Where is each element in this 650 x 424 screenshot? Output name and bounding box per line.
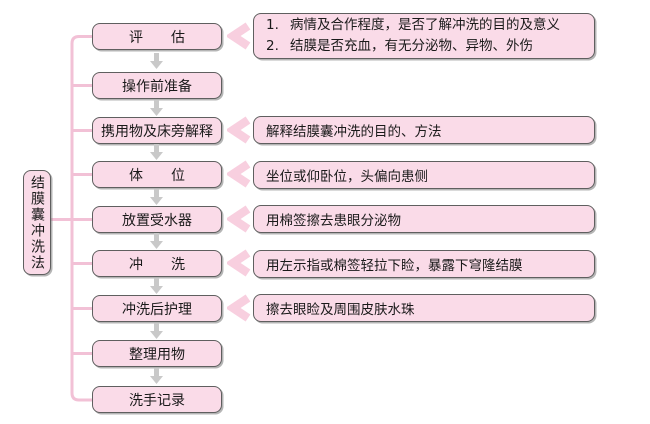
- note-text: 用棉签擦去患眼分泌物: [266, 213, 401, 229]
- step-node-record: 洗手记录: [92, 386, 222, 413]
- down-arrow-icon: [150, 233, 163, 249]
- note-line: 2. 结膜是否充血，有无分泌物、异物、外伤: [266, 36, 584, 57]
- note-text: 用左示指或棉签轻拉下睑，暴露下穹隆结膜: [266, 258, 523, 274]
- step-label: 体 位: [129, 167, 185, 184]
- step-node-basin: 放置受水器: [92, 206, 222, 233]
- down-arrow-icon: [150, 278, 163, 294]
- step-node-assess: 评 估: [92, 23, 222, 50]
- down-arrow-icon: [150, 189, 163, 205]
- down-arrow-icon: [150, 368, 163, 384]
- note-box-basin: 用棉签擦去患眼分泌物: [253, 205, 595, 233]
- note-line: 1. 病情及合作程度，是否了解冲洗的目的及意义: [266, 15, 584, 36]
- chevron-left-icon: [227, 160, 251, 188]
- step-label: 冲洗后护理: [122, 301, 192, 318]
- step-label: 放置受水器: [122, 212, 192, 229]
- list-number: 1.: [266, 17, 279, 33]
- step-node-aftercare: 冲洗后护理: [92, 295, 222, 322]
- note-text: 病情及合作程度，是否了解冲洗的目的及意义: [290, 17, 560, 33]
- chevron-left-icon: [227, 249, 251, 277]
- note-box-position: 坐位或仰卧位，头偏向患侧: [253, 161, 595, 189]
- step-label: 洗手记录: [129, 392, 185, 409]
- down-arrow-icon: [150, 323, 163, 339]
- chevron-left-icon: [227, 116, 251, 144]
- chevron-left-icon: [227, 205, 251, 233]
- note-box-assessment: 1. 病情及合作程度，是否了解冲洗的目的及意义 2. 结膜是否充血，有无分泌物、…: [253, 13, 595, 59]
- root-node: 结膜囊冲洗法: [23, 170, 51, 275]
- down-arrow-icon: [150, 100, 163, 116]
- step-label: 操作前准备: [122, 78, 192, 95]
- step-node-explain: 携用物及床旁解释: [92, 117, 222, 144]
- note-box-aftercare: 擦去眼睑及周围皮肤水珠: [253, 294, 595, 322]
- chevron-left-icon: [227, 294, 251, 322]
- step-node-position: 体 位: [92, 161, 222, 188]
- note-text: 坐位或仰卧位，头偏向患侧: [266, 169, 428, 185]
- note-text: 结膜是否充血，有无分泌物、异物、外伤: [290, 38, 533, 54]
- chevron-left-icon: [227, 22, 251, 50]
- note-box-irrigate: 用左示指或棉签轻拉下睑，暴露下穹隆结膜: [253, 250, 595, 278]
- step-node-prepare: 操作前准备: [92, 72, 222, 99]
- step-label: 整理用物: [129, 346, 185, 363]
- note-text: 解释结膜囊冲洗的目的、方法: [266, 124, 442, 140]
- note-text: 擦去眼睑及周围皮肤水珠: [266, 302, 415, 318]
- step-node-irrigate: 冲 洗: [92, 250, 222, 277]
- note-box-explain: 解释结膜囊冲洗的目的、方法: [253, 116, 595, 144]
- down-arrow-icon: [150, 144, 163, 160]
- down-arrow-icon: [150, 53, 163, 69]
- root-node-label: 结膜囊冲洗法: [29, 174, 45, 271]
- step-label: 携用物及床旁解释: [101, 123, 213, 140]
- list-number: 2.: [266, 38, 279, 54]
- step-node-tidy: 整理用物: [92, 340, 222, 367]
- step-label: 评 估: [129, 29, 185, 46]
- step-label: 冲 洗: [129, 256, 185, 273]
